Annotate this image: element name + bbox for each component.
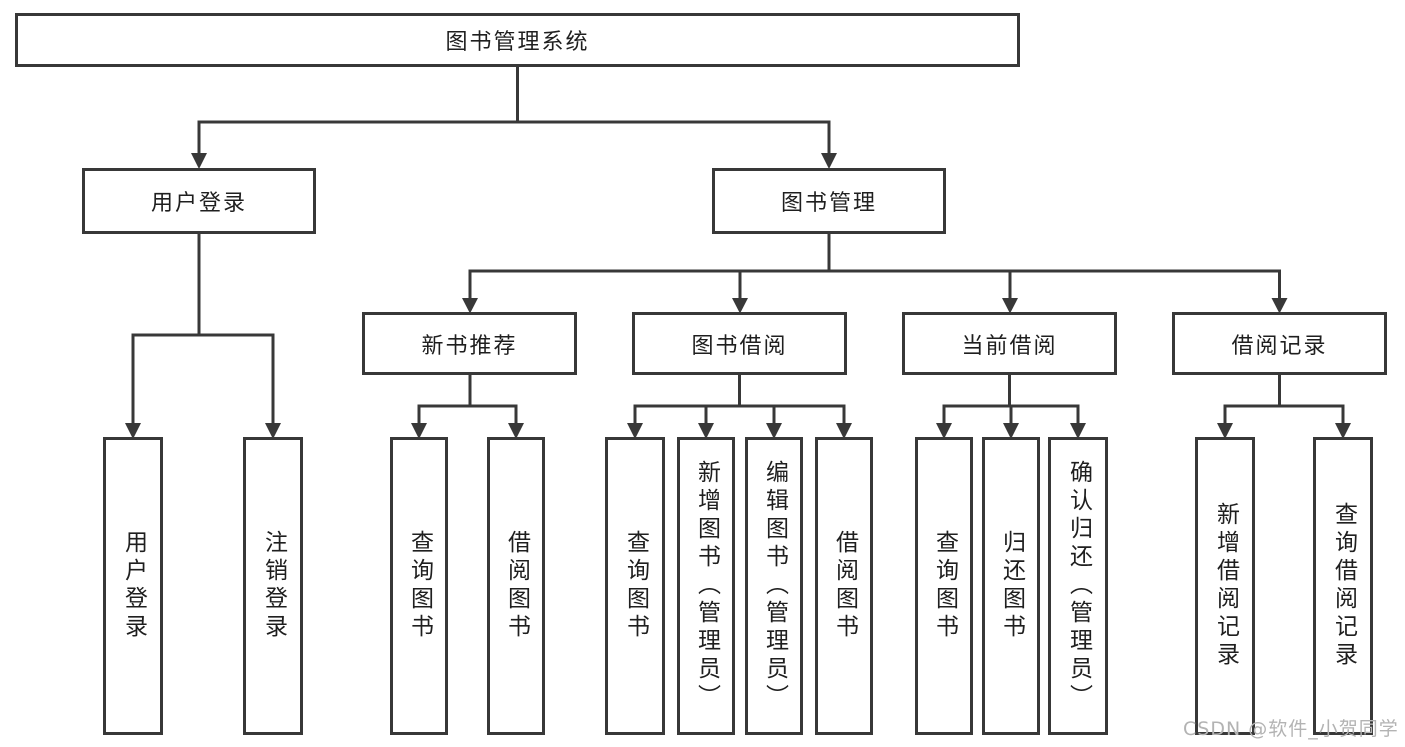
leaf-add-books-admin-label: 新增图书（管理员） [693, 460, 720, 712]
leaf-edit-books-admin: 编辑图书（管理员） [745, 437, 803, 735]
leaf-confirm-return-admin-label: 确认归还（管理员） [1065, 460, 1092, 712]
node-current-borrow: 当前借阅 [902, 312, 1117, 375]
node-borrow-records: 借阅记录 [1172, 312, 1387, 375]
leaf-query-books-3-label: 查询图书 [931, 530, 958, 642]
leaf-add-borrow-record-label: 新增借阅记录 [1212, 502, 1239, 670]
node-root: 图书管理系统 [15, 13, 1020, 67]
node-user-login: 用户登录 [82, 168, 316, 234]
leaf-add-borrow-record: 新增借阅记录 [1195, 437, 1255, 735]
leaf-user-login-label: 用户登录 [120, 530, 147, 642]
node-root-label: 图书管理系统 [445, 30, 590, 55]
leaf-query-books-2: 查询图书 [605, 437, 665, 735]
leaf-edit-books-admin-label: 编辑图书（管理员） [761, 460, 788, 712]
leaf-query-borrow-record-label: 查询借阅记录 [1330, 502, 1357, 670]
leaf-logout-label: 注销登录 [260, 530, 287, 642]
node-user-login-label: 用户登录 [150, 191, 247, 216]
leaf-query-books-1: 查询图书 [390, 437, 448, 735]
leaf-query-borrow-record: 查询借阅记录 [1313, 437, 1373, 735]
node-borrow-records-label: 借阅记录 [1231, 333, 1328, 359]
leaf-return-books-label: 归还图书 [998, 530, 1025, 642]
leaf-query-books-3: 查询图书 [915, 437, 973, 735]
leaf-logout: 注销登录 [243, 437, 303, 735]
leaf-query-books-1-label: 查询图书 [406, 530, 433, 642]
leaf-confirm-return-admin: 确认归还（管理员） [1048, 437, 1108, 735]
leaf-query-books-2-label: 查询图书 [622, 530, 649, 642]
leaf-borrow-books-1: 借阅图书 [487, 437, 545, 735]
node-book-borrow-label: 图书借阅 [691, 333, 788, 359]
csdn-watermark: CSDN @软件_小贺同学 [1183, 718, 1399, 740]
leaf-return-books: 归还图书 [982, 437, 1040, 735]
node-current-borrow-label: 当前借阅 [961, 333, 1058, 359]
node-new-book-recommend-label: 新书推荐 [421, 333, 518, 359]
leaf-user-login: 用户登录 [103, 437, 163, 735]
node-book-borrow: 图书借阅 [632, 312, 847, 375]
leaf-add-books-admin: 新增图书（管理员） [677, 437, 735, 735]
leaf-borrow-books-2-label: 借阅图书 [831, 530, 858, 642]
node-book-management-label: 图书管理 [780, 191, 877, 216]
node-book-management: 图书管理 [712, 168, 946, 234]
node-new-book-recommend: 新书推荐 [362, 312, 577, 375]
leaf-borrow-books-2: 借阅图书 [815, 437, 873, 735]
leaf-borrow-books-1-label: 借阅图书 [503, 530, 530, 642]
